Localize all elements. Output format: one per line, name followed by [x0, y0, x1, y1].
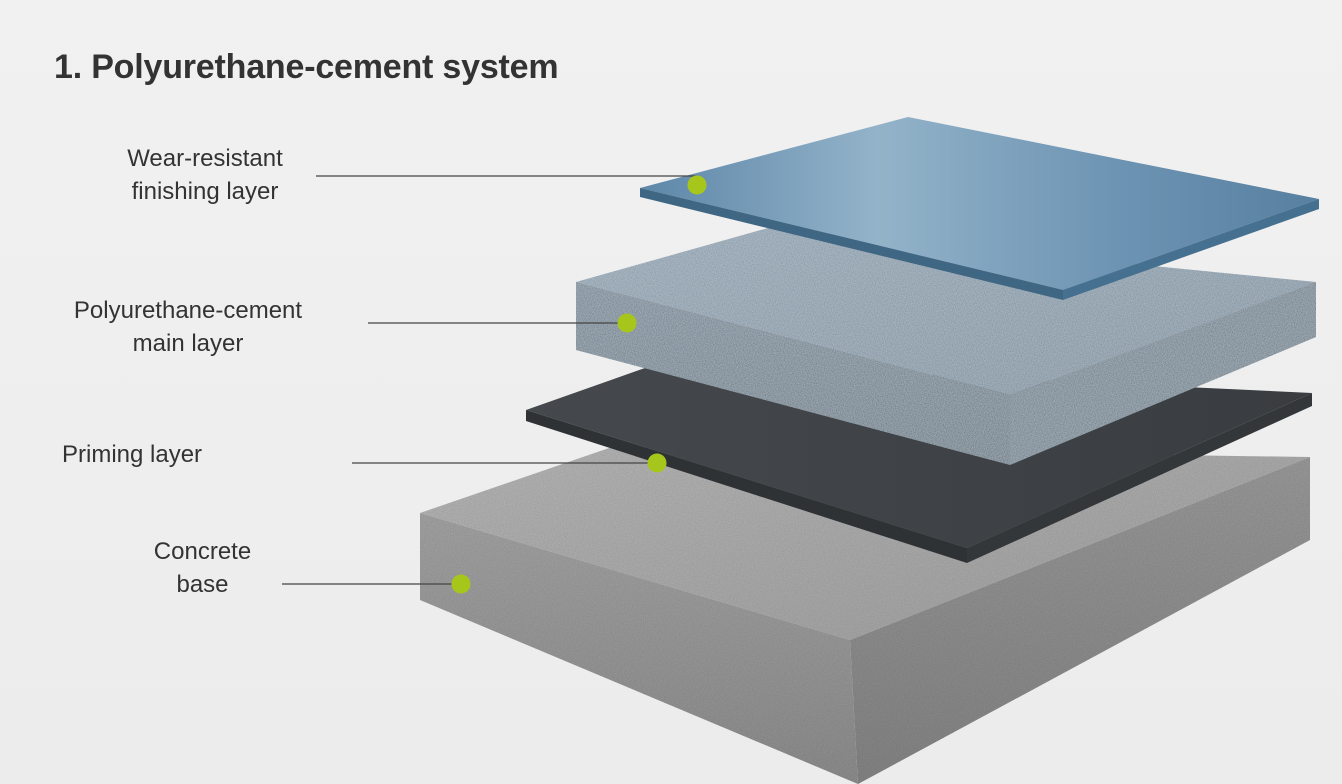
label-main-layer-line2: main layer [132, 330, 244, 357]
label-finishing-layer-line1: Wear-resistant [127, 145, 283, 172]
label-finishing-layer: Wear-resistant finishing layer [105, 142, 305, 208]
diagram-title: 1. Polyurethane-cement system [54, 48, 559, 86]
label-concrete-base: Concrete base [130, 535, 275, 601]
finishing-layer-sheet [640, 117, 1319, 300]
label-priming-layer: Priming layer [62, 438, 202, 471]
marker-finishing-layer [687, 175, 707, 195]
label-concrete-base-line1: Concrete [153, 538, 252, 565]
marker-concrete-base [451, 574, 471, 594]
label-main-layer: Polyurethane-cement main layer [48, 294, 328, 360]
marker-main-layer [617, 313, 637, 333]
label-main-layer-line1: Polyurethane-cement [73, 297, 303, 324]
label-finishing-layer-line2: finishing layer [131, 178, 279, 205]
marker-priming-layer [647, 453, 667, 473]
label-priming-layer-line1: Priming layer [62, 441, 203, 468]
label-concrete-base-line2: base [176, 571, 229, 598]
marker-dots [451, 175, 707, 594]
leader-lines [282, 175, 697, 585]
